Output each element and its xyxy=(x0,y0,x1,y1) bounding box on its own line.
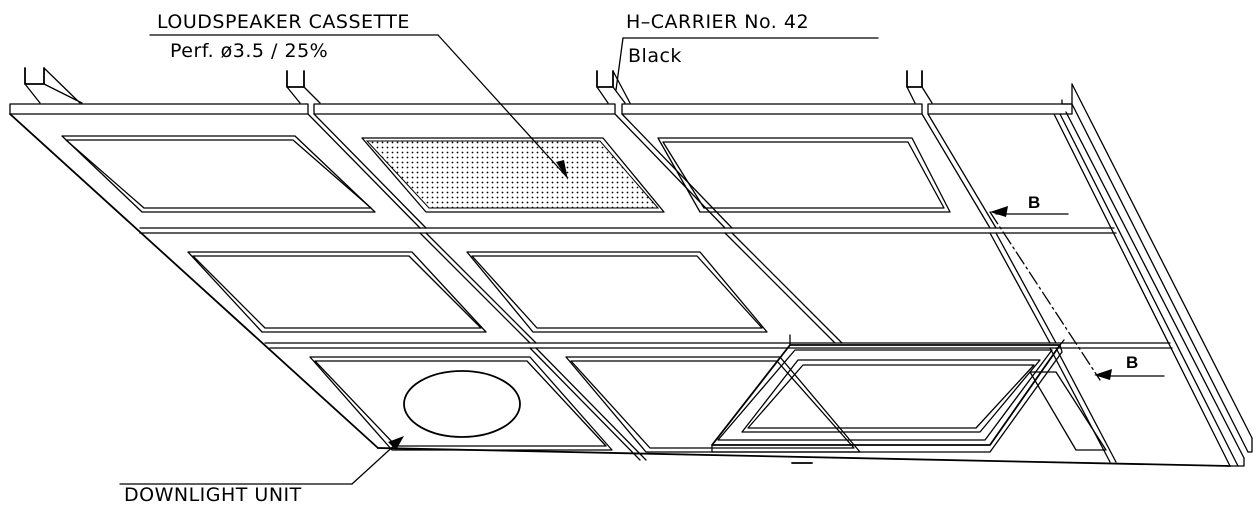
panel-r3c4-fragment xyxy=(1029,371,1107,451)
carrier-leader xyxy=(615,37,624,91)
h-carrier-4 xyxy=(906,70,933,104)
section-arrow-upper xyxy=(990,206,1008,217)
section-label-lower: B xyxy=(1126,353,1138,372)
h-carrier-1 xyxy=(24,67,83,104)
right-end-carrier xyxy=(1053,83,1253,467)
loudspeaker-spec: Perf. ø3.5 / 25% xyxy=(170,40,328,62)
carrier-color: Black xyxy=(628,45,682,67)
panel-row-2 xyxy=(187,251,768,333)
panel-r2c2 xyxy=(466,251,768,333)
loudspeaker-cassette-panel xyxy=(361,137,665,213)
loudspeaker-arrow xyxy=(556,160,568,180)
h-carriers xyxy=(24,67,933,104)
carrier-title: H–CARRIER No. 42 xyxy=(626,11,809,33)
loudspeaker-title: LOUDSPEAKER CASSETTE xyxy=(157,11,410,33)
carrier-callout: H–CARRIER No. 42 Black xyxy=(615,11,879,91)
downlight-arrow xyxy=(388,436,404,450)
downlight-leader xyxy=(351,441,399,485)
perforation-field xyxy=(365,140,660,209)
loudspeaker-leader xyxy=(437,34,567,177)
section-line-b-b: B B xyxy=(989,193,1165,381)
loudspeaker-callout: LOUDSPEAKER CASSETTE Perf. ø3.5 / 25% xyxy=(149,11,568,180)
downlight-ellipse xyxy=(403,370,521,438)
panel-r1c1 xyxy=(61,135,376,213)
section-arrow-lower xyxy=(1094,369,1112,380)
panel-r2c1 xyxy=(187,251,487,333)
downlight-callout: DOWNLIGHT UNIT xyxy=(119,436,404,506)
panel-r1c3 xyxy=(657,137,951,213)
downlight-label: DOWNLIGHT UNIT xyxy=(124,484,302,506)
section-label-upper: B xyxy=(1028,193,1040,212)
open-cassette xyxy=(711,334,1065,453)
panel-row-1 xyxy=(61,135,951,213)
h-carrier-2 xyxy=(286,70,321,104)
h-carrier-3 xyxy=(596,70,631,104)
panel-downlight xyxy=(309,356,613,451)
top-edge-strips xyxy=(9,103,1073,115)
